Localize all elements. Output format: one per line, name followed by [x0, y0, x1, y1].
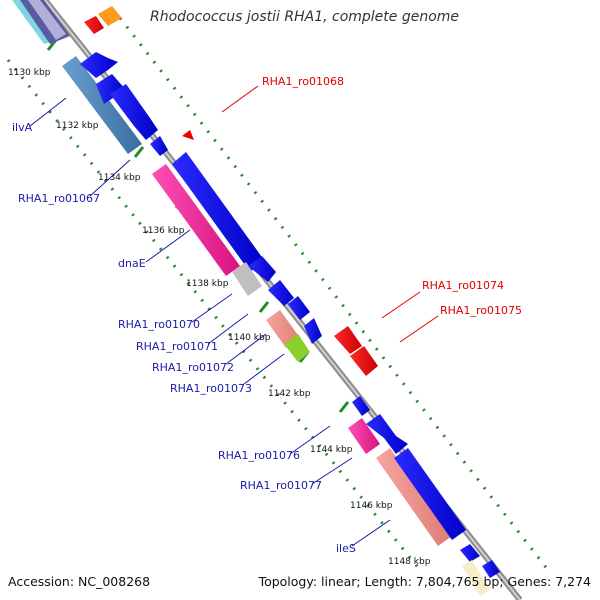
- gene-pink-lower[interactable]: [348, 418, 380, 454]
- genome-title: Rhodococcus jostii RHA1, complete genome: [150, 9, 460, 25]
- gene-ilvA[interactable]: [62, 56, 142, 154]
- rna-RHA1_ro01075[interactable]: [350, 346, 378, 376]
- rna-leader-lines: [221, 85, 439, 343]
- tick-label: 1140 kbp: [228, 333, 271, 343]
- tick-label: 1130 kbp: [8, 68, 51, 78]
- label-RHA1_ro01071[interactable]: RHA1_ro01071: [136, 340, 218, 353]
- label-RHA1_ro01072[interactable]: RHA1_ro01072: [152, 361, 234, 374]
- label-RHA1_ro01068[interactable]: RHA1_ro01068: [262, 75, 344, 88]
- label-RHA1_ro01077[interactable]: RHA1_ro01077: [240, 479, 322, 492]
- tick-label: 1148 kbp: [388, 557, 431, 567]
- outer-guide-line: [118, 17, 550, 571]
- label-RHA1_ro01070[interactable]: RHA1_ro01070: [118, 318, 200, 331]
- ruler-labels: 1130 kbp 1132 kbp 1134 kbp 1136 kbp 1138…: [8, 68, 431, 567]
- label-RHA1_ro01076[interactable]: RHA1_ro01076: [218, 449, 300, 462]
- tick-label: 1136 kbp: [142, 226, 185, 236]
- cds-arrow[interactable]: [80, 52, 118, 78]
- label-ileS[interactable]: ileS: [336, 542, 356, 555]
- gene-green[interactable]: [284, 334, 310, 362]
- gene-labels: ilvA RHA1_ro01067 dnaE RHA1_ro01070 RHA1…: [12, 121, 356, 555]
- topology-text: Topology: linear; Length: 7,804,765 bp; …: [258, 574, 591, 589]
- inner-ruler-line: [6, 59, 422, 571]
- tick-label: 1144 kbp: [310, 445, 353, 455]
- rna-RHA1_ro01074[interactable]: [334, 326, 362, 354]
- gene-ileS[interactable]: [376, 448, 452, 546]
- label-RHA1_ro01067[interactable]: RHA1_ro01067: [18, 192, 100, 205]
- accession-text: Accession: NC_008268: [8, 574, 151, 589]
- tick-label: 1134 kbp: [98, 173, 141, 183]
- gene-pink[interactable]: [152, 164, 240, 276]
- label-leader-lines: [29, 97, 391, 547]
- rna-orange-feature[interactable]: [98, 6, 122, 26]
- tick-label: 1138 kbp: [186, 279, 229, 289]
- rna-feature[interactable]: [84, 16, 104, 34]
- tick-label: 1142 kbp: [268, 389, 311, 399]
- rna-RHA1_ro01068[interactable]: [182, 130, 194, 140]
- rna-labels: RHA1_ro01068 RHA1_ro01074 RHA1_ro01075: [262, 75, 522, 317]
- gene-salmon-small[interactable]: [266, 310, 300, 348]
- label-RHA1_ro01073[interactable]: RHA1_ro01073: [170, 382, 252, 395]
- label-ilvA[interactable]: ilvA: [12, 121, 33, 134]
- gene-dnaE-cds[interactable]: [172, 152, 264, 272]
- label-dnaE[interactable]: dnaE: [118, 257, 146, 270]
- label-RHA1_ro01075[interactable]: RHA1_ro01075: [440, 304, 522, 317]
- gene-grey[interactable]: [232, 262, 262, 296]
- tick-label: 1146 kbp: [350, 501, 393, 511]
- tick-label: 1132 kbp: [56, 121, 99, 131]
- label-RHA1_ro01074[interactable]: RHA1_ro01074: [422, 279, 504, 292]
